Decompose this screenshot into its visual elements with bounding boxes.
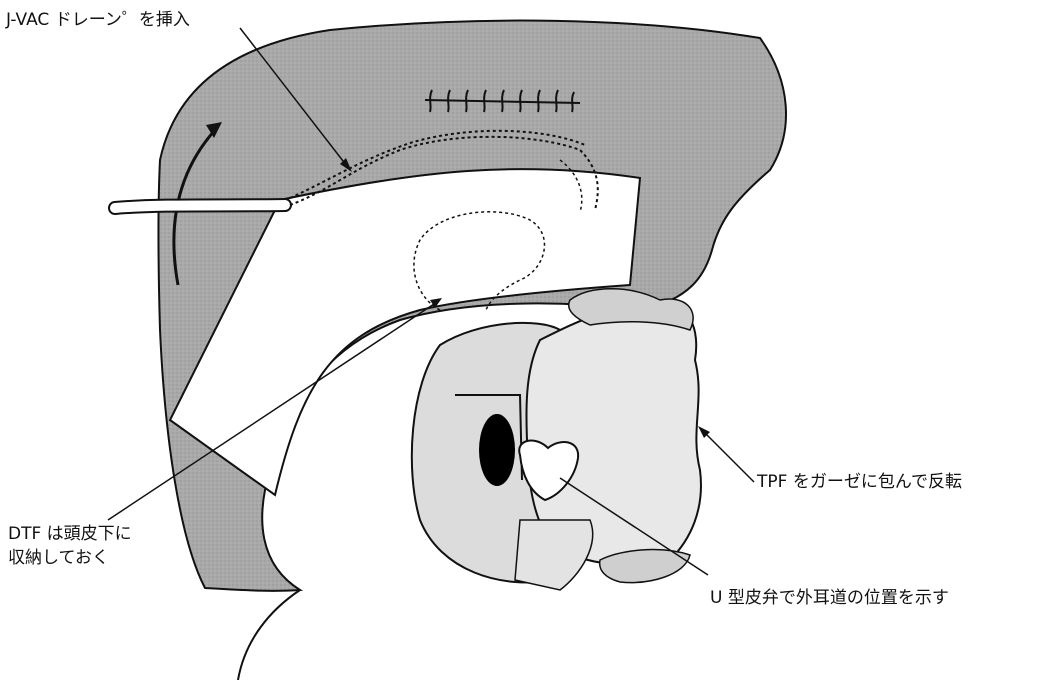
label-tpf: TPF をガーゼに包んで反転 — [757, 470, 962, 494]
neck-contour — [238, 590, 300, 680]
label-dtf-line1: DTF は頭皮下に — [8, 522, 132, 546]
drain-tube-inner — [115, 205, 285, 208]
flap-pedicle — [515, 520, 593, 590]
label-uflap: U 型皮弁で外耳道の位置を示す — [710, 586, 949, 610]
ear-canal — [479, 414, 515, 486]
sutures — [425, 90, 580, 112]
label-dtf-line2: 収納しておく — [8, 546, 109, 570]
label-drain: J-VAC ドレーン゜を挿入 — [6, 8, 190, 32]
leader-tpf — [700, 428, 754, 482]
